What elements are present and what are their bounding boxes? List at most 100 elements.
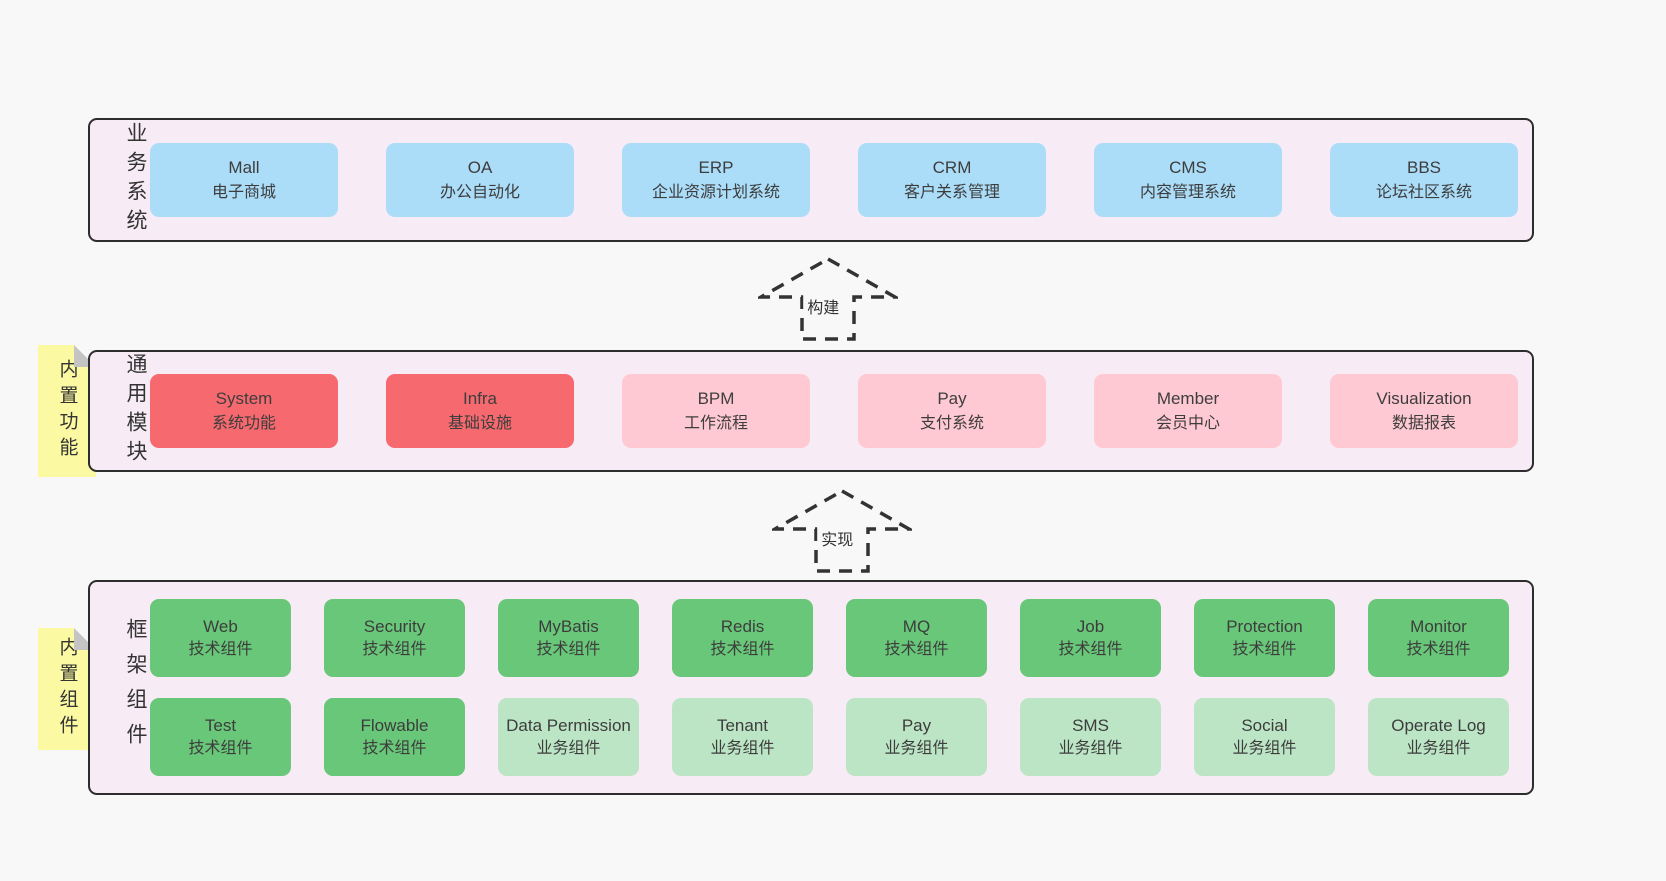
box-title: Mall [228, 158, 260, 178]
box-subtitle: 工作流程 [683, 414, 748, 432]
box-tenant: Tenant 业务组件 [672, 698, 813, 776]
box-social: Social 业务组件 [1194, 698, 1335, 776]
box-security: Security 技术组件 [324, 599, 465, 677]
box-title: Pay [937, 389, 967, 409]
side-label-common-modules: 通用模块 [124, 353, 147, 469]
box-erp: ERP 企业资源计划系统 [622, 143, 810, 217]
box-title: MQ [902, 617, 931, 637]
box-monitor: Monitor 技术组件 [1368, 599, 1509, 677]
side-label-business-systems: 业务系统 [124, 122, 147, 238]
box-subtitle: 企业资源计划系统 [651, 183, 780, 201]
box-subtitle: 支付系统 [919, 414, 984, 432]
box-title: Member [1156, 389, 1220, 409]
box-title: Job [1076, 617, 1105, 637]
box-title: SMS [1072, 716, 1109, 736]
box-crm: CRM 客户关系管理 [858, 143, 1046, 217]
box-title: Redis [720, 617, 765, 637]
business-systems-boxes: Mall 电子商城 OA 办公自动化 ERP 企业资源计划系统 CRM 客户关系… [150, 143, 1518, 217]
box-web: Web 技术组件 [150, 599, 291, 677]
box-subtitle: 会员中心 [1155, 414, 1220, 432]
box-visualization: Visualization 数据报表 [1330, 374, 1518, 448]
box-subtitle: 基础设施 [447, 414, 512, 432]
box-title: Web [203, 617, 238, 637]
box-subtitle: 技术组件 [362, 640, 427, 658]
sticky-note-label: 内置组件 [56, 637, 78, 741]
box-subtitle: 客户关系管理 [903, 183, 1000, 201]
box-protection: Protection 技术组件 [1194, 599, 1335, 677]
framework-components-grid: Web 技术组件 Security 技术组件 MyBatis 技术组件 Redi… [150, 599, 1516, 776]
box-system: System 系统功能 [150, 374, 338, 448]
box-sms: SMS 业务组件 [1020, 698, 1161, 776]
box-subtitle: 技术组件 [1406, 640, 1471, 658]
box-title: Test [204, 716, 237, 736]
build-arrow: 构建 [758, 256, 898, 342]
box-title: Operate Log [1391, 716, 1486, 736]
dashed-up-arrow-icon [758, 256, 898, 341]
box-mall: Mall 电子商城 [150, 143, 338, 217]
band-business-systems: 业务系统 Mall 电子商城 OA 办公自动化 ERP 企业资源计划系统 CRM… [88, 118, 1534, 242]
box-subtitle: 技术组件 [188, 739, 253, 757]
box-title: Security [363, 617, 426, 637]
box-title: Monitor [1410, 617, 1467, 637]
box-oa: OA 办公自动化 [386, 143, 574, 217]
box-title: BPM [697, 389, 735, 409]
box-infra: Infra 基础设施 [386, 374, 574, 448]
framework-components-row-2: Test 技术组件 Flowable 技术组件 Data Permission … [150, 698, 1516, 776]
common-modules-boxes: System 系统功能 Infra 基础设施 BPM 工作流程 Pay 支付系统… [150, 374, 1518, 448]
box-subtitle: 业务组件 [536, 739, 601, 757]
box-job: Job 技术组件 [1020, 599, 1161, 677]
box-title: Protection [1226, 617, 1303, 637]
box-redis: Redis 技术组件 [672, 599, 813, 677]
box-title: Data Permission [506, 716, 631, 736]
build-arrow-label: 构建 [803, 294, 844, 318]
sticky-note-built-in-features: 内置功能 [38, 345, 96, 477]
box-title: CRM [932, 158, 972, 178]
box-member: Member 会员中心 [1094, 374, 1282, 448]
box-data-permission: Data Permission 业务组件 [498, 698, 639, 776]
box-subtitle: 业务组件 [710, 739, 775, 757]
band-framework-components: 框架组件 Web 技术组件 Security 技术组件 MyBatis 技术组件… [88, 580, 1534, 795]
box-pay: Pay 支付系统 [858, 374, 1046, 448]
box-mq: MQ 技术组件 [846, 599, 987, 677]
box-operate-log: Operate Log 业务组件 [1368, 698, 1509, 776]
box-bbs: BBS 论坛社区系统 [1330, 143, 1518, 217]
framework-components-row-1: Web 技术组件 Security 技术组件 MyBatis 技术组件 Redi… [150, 599, 1516, 677]
implement-arrow-label: 实现 [817, 526, 858, 550]
box-title: Social [1241, 716, 1288, 736]
box-title: Infra [462, 389, 498, 409]
sticky-note-label: 内置功能 [56, 359, 78, 463]
box-subtitle: 办公自动化 [439, 183, 520, 201]
implement-arrow: 实现 [772, 488, 912, 574]
box-subtitle: 论坛社区系统 [1375, 183, 1472, 201]
box-subtitle: 技术组件 [362, 739, 427, 757]
box-subtitle: 业务组件 [1232, 739, 1297, 757]
box-title: System [215, 389, 273, 409]
box-flowable: Flowable 技术组件 [324, 698, 465, 776]
box-mybatis: MyBatis 技术组件 [498, 599, 639, 677]
box-title: CMS [1169, 158, 1207, 178]
box-subtitle: 业务组件 [884, 739, 949, 757]
box-bpm: BPM 工作流程 [622, 374, 810, 448]
box-pay-component: Pay 业务组件 [846, 698, 987, 776]
box-subtitle: 技术组件 [710, 640, 775, 658]
box-subtitle: 业务组件 [1406, 739, 1471, 757]
box-title: BBS [1406, 158, 1442, 178]
box-title: OA [467, 158, 493, 178]
dashed-up-arrow-icon [772, 488, 912, 573]
box-subtitle: 电子商城 [211, 183, 276, 201]
side-label-framework-components: 框架组件 [124, 617, 147, 758]
box-title: Visualization [1376, 389, 1472, 409]
box-subtitle: 技术组件 [1058, 640, 1123, 658]
box-test: Test 技术组件 [150, 698, 291, 776]
box-title: Tenant [716, 716, 769, 736]
band-common-modules: 通用模块 System 系统功能 Infra 基础设施 BPM 工作流程 Pay… [88, 350, 1534, 472]
box-subtitle: 系统功能 [211, 414, 276, 432]
box-subtitle: 数据报表 [1391, 414, 1456, 432]
sticky-note-built-in-components: 内置组件 [38, 628, 96, 750]
box-subtitle: 业务组件 [1058, 739, 1123, 757]
box-title: MyBatis [538, 617, 599, 637]
box-cms: CMS 内容管理系统 [1094, 143, 1282, 217]
box-title: Pay [901, 716, 932, 736]
box-subtitle: 技术组件 [1232, 640, 1297, 658]
